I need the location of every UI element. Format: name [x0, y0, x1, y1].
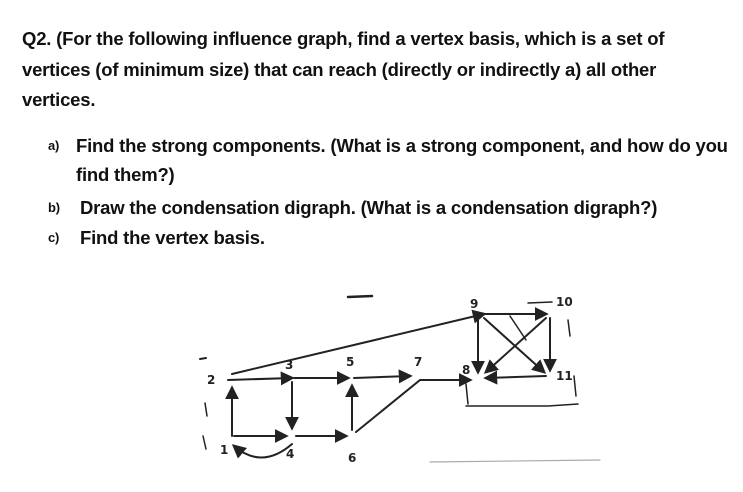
vertex-label-6: 6: [348, 451, 356, 465]
question-text: Q2. (For the following influence graph, …: [22, 28, 665, 110]
part-b-text: Draw the condensation digraph. (What is …: [80, 197, 658, 218]
bracket: [465, 383, 469, 405]
bracket: [465, 403, 579, 407]
scan-mark: [429, 459, 601, 463]
vertex-label-1: 1: [220, 443, 228, 457]
part-c-marker: c): [48, 230, 60, 245]
part-c: c) Find the vertex basis.: [48, 224, 728, 253]
scan-mark: [346, 294, 374, 299]
part-b: b) Draw the condensation digraph. (What …: [48, 194, 728, 223]
scan-mark: [202, 435, 207, 450]
vertex-label-7: 7: [414, 355, 422, 369]
part-a: a) Find the strong components. (What is …: [48, 132, 738, 189]
vertex-label-9: 9: [470, 297, 478, 311]
vertex-label-10: 10: [556, 295, 573, 309]
vertex-label-11: 11: [556, 369, 573, 383]
edge-10-8: [483, 317, 547, 374]
edge-5-7: [353, 369, 413, 384]
bracket: [567, 319, 571, 337]
vertex-label-8: 8: [462, 363, 470, 377]
edge-6-8: [355, 373, 473, 433]
edge-11-8: [483, 370, 547, 385]
vertex-label-4: 4: [286, 447, 294, 461]
vertex-label-2: 2: [207, 373, 215, 387]
scan-mark: [204, 402, 208, 417]
edge-2-9: [231, 309, 487, 375]
part-c-text: Find the vertex basis.: [80, 227, 265, 248]
edge-tick: [509, 315, 527, 341]
edge-4-1: [231, 443, 293, 459]
bracket: [573, 375, 577, 397]
vertex-label-5: 5: [346, 355, 354, 369]
edge-2-3: [227, 371, 295, 386]
vertex-labels: 1 2 3 4 5 6 7 8 9 10 11: [207, 295, 573, 465]
graph-edges: [199, 294, 601, 463]
part-a-text: Find the strong components. (What is a s…: [76, 135, 728, 185]
part-a-marker: a): [48, 138, 60, 153]
scan-mark: [199, 357, 207, 360]
vertex-label-3: 3: [285, 358, 293, 372]
edge-9-11: [483, 317, 547, 374]
part-b-marker: b): [48, 200, 60, 215]
bracket: [527, 301, 553, 304]
